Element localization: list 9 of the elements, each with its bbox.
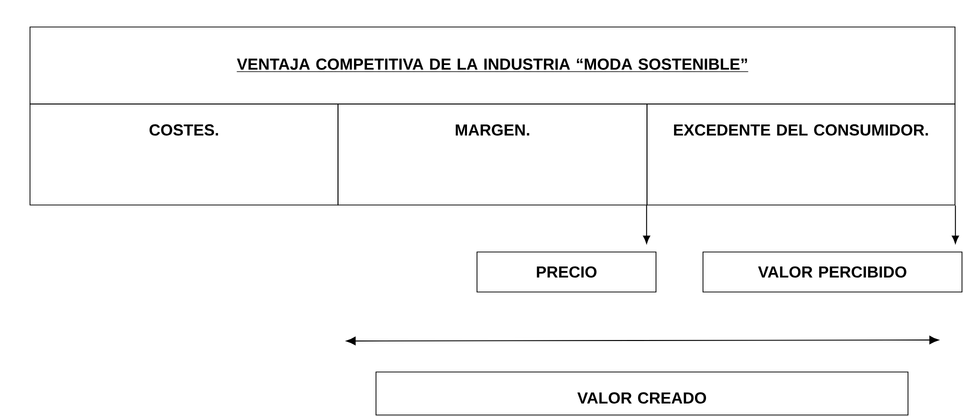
arrow [952,204,959,244]
table-cell: COSTES. [30,104,338,206]
table-cell: MARGEN. [338,104,648,206]
process-box: PRECIO [476,252,656,292]
arrow [643,204,650,244]
title-cell: VENTAJA COMPETITIVA DE LA INDUSTRIA “MODA SOSTENIBLE” [30,26,956,104]
process-box: VALOR PERCIBIDO [702,252,962,292]
table-cell: EXCEDENTE DEL CONSUMIDOR. [646,104,956,206]
process-box: VALOR CREADO [376,372,908,416]
